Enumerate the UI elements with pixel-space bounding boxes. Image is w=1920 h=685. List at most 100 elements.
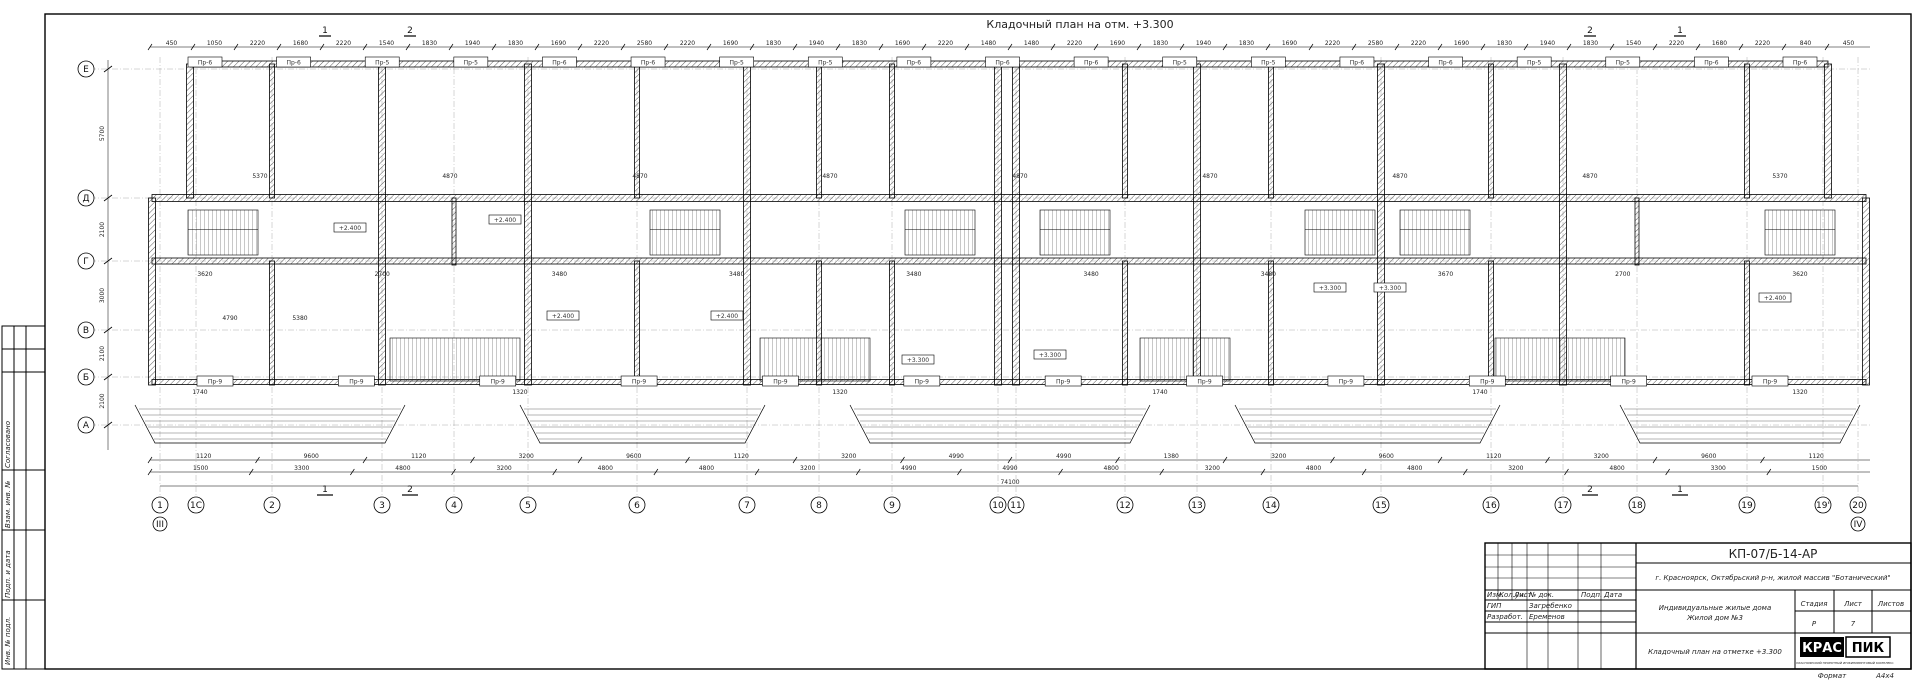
format-value: А4х4	[1875, 672, 1894, 680]
axis-label-row: Е	[83, 65, 89, 75]
plan-title: Кладочный план на отм. +3.300	[986, 18, 1173, 31]
dim-top: 1690	[551, 40, 566, 47]
window-label: Пр-5	[730, 60, 744, 67]
level-mark-box	[1373, 282, 1407, 293]
dim-tick	[147, 456, 153, 464]
level-mark-box	[333, 222, 367, 233]
logo-kras-box	[1800, 637, 1844, 657]
level-mark: +3.300	[1039, 352, 1061, 359]
window-box	[1251, 56, 1286, 68]
dim-tick	[147, 43, 153, 51]
dim-tick	[1115, 456, 1120, 464]
axis-label-col: 8	[816, 501, 822, 511]
dim-tick	[103, 65, 113, 73]
window-box	[364, 56, 400, 68]
tb-stage: Р	[1812, 620, 1817, 628]
format-label: Формат	[1818, 672, 1847, 680]
dim-tick	[1480, 43, 1486, 51]
dim-tick	[470, 456, 475, 464]
dim-top: 1830	[1583, 40, 1598, 47]
staircase	[187, 209, 259, 256]
wall-segment	[1559, 63, 1567, 386]
axis-label-row: Г	[83, 257, 89, 267]
window-box	[1694, 56, 1729, 68]
dim-tick	[103, 326, 113, 334]
window-box	[276, 56, 311, 68]
dim-top: 2220	[1411, 40, 1426, 47]
wall-segment	[1268, 260, 1274, 386]
dim-tick	[792, 456, 798, 464]
window-box	[1468, 375, 1506, 387]
level-mark: +3.300	[907, 357, 929, 364]
dim-tick	[319, 43, 325, 51]
tb-list-hdr: Лист	[1843, 600, 1863, 608]
axis-label-col: 7	[744, 501, 750, 511]
level-mark-box	[488, 214, 522, 225]
window-label: Пр-6	[1704, 60, 1718, 67]
window-box	[1516, 56, 1552, 68]
axis-bubble	[77, 252, 95, 270]
dim-top: 2220	[680, 40, 695, 47]
wall-segment	[151, 194, 1867, 202]
window-label-bottom: Пр-9	[773, 379, 787, 386]
dim-tick	[1265, 43, 1271, 51]
room-dim: 5380	[292, 315, 307, 322]
window-box	[1339, 56, 1375, 68]
window-box	[1751, 375, 1789, 387]
level-mark-box	[1313, 282, 1347, 293]
dim-tick	[1463, 468, 1468, 476]
porch-outline	[849, 404, 1151, 444]
axis-bubble	[373, 496, 391, 514]
dim-tick	[653, 468, 659, 476]
wall-segment	[889, 260, 895, 386]
axis-label-row: Б	[83, 373, 89, 383]
axis-label-col: 16	[1485, 501, 1497, 511]
window-label: Пр-6	[641, 60, 655, 67]
dim-axis: 3300	[294, 465, 309, 472]
terrace-steps	[1494, 337, 1626, 382]
dim-row: 2100	[99, 346, 106, 361]
dim-top: 1680	[1712, 40, 1727, 47]
dim-top: 1690	[895, 40, 910, 47]
tb-lists-hdr: Листов	[1877, 600, 1904, 608]
axis-bubble	[628, 496, 646, 514]
wall-segment	[1634, 197, 1640, 266]
tb-sheet-name: Кладочный план на отметке +3.300	[1648, 648, 1782, 656]
window-label-bottom: Пр-9	[1056, 379, 1070, 386]
axis-bubble	[1262, 496, 1280, 514]
dim-tick	[1437, 456, 1443, 464]
level-mark: +3.300	[1319, 285, 1341, 292]
window-label-bottom: Пр-9	[349, 379, 363, 386]
axis-bubble	[1554, 496, 1572, 514]
axis-label-col: 17	[1557, 501, 1568, 511]
window-label: Пр-6	[286, 60, 300, 67]
axis-label-col: 11	[1010, 501, 1021, 511]
wall-segment	[816, 260, 822, 386]
dim-tick	[1361, 468, 1367, 476]
sheet-frame	[44, 13, 1912, 670]
window-box	[187, 56, 223, 68]
axis-label-col: 9	[889, 501, 895, 511]
tb-object-2: Жилой дом №3	[1686, 614, 1743, 622]
dim-top: 2220	[938, 40, 953, 47]
room-dim: 3620	[197, 271, 212, 278]
window-label-bottom: Пр-9	[1763, 379, 1777, 386]
dim-bottom: 4990	[1056, 453, 1071, 460]
tb-person-1: Загребенко	[1529, 602, 1572, 610]
wall-segment	[889, 63, 895, 199]
axis-bubble	[151, 496, 169, 514]
window-label: Пр-6	[1793, 60, 1807, 67]
porch-outline	[519, 404, 766, 444]
logo-subtitle: КРАСНОЯРСКИЙ ПРОЕКТНЫЙ ИНЖИНИРИНГОВЫЙ КО…	[1796, 660, 1893, 665]
window-label-bottom: Пр-9	[1339, 379, 1353, 386]
window-label: Пр-5	[1261, 60, 1275, 67]
window-label-bottom: Пр-9	[632, 379, 646, 386]
dim-top: 1540	[379, 40, 394, 47]
window-box	[1162, 56, 1198, 68]
axis-bubble	[989, 496, 1007, 514]
window-box	[1610, 375, 1647, 387]
dim-tick	[706, 43, 712, 51]
window-label: Пр-6	[552, 60, 566, 67]
dim-top: 2220	[1669, 40, 1684, 47]
